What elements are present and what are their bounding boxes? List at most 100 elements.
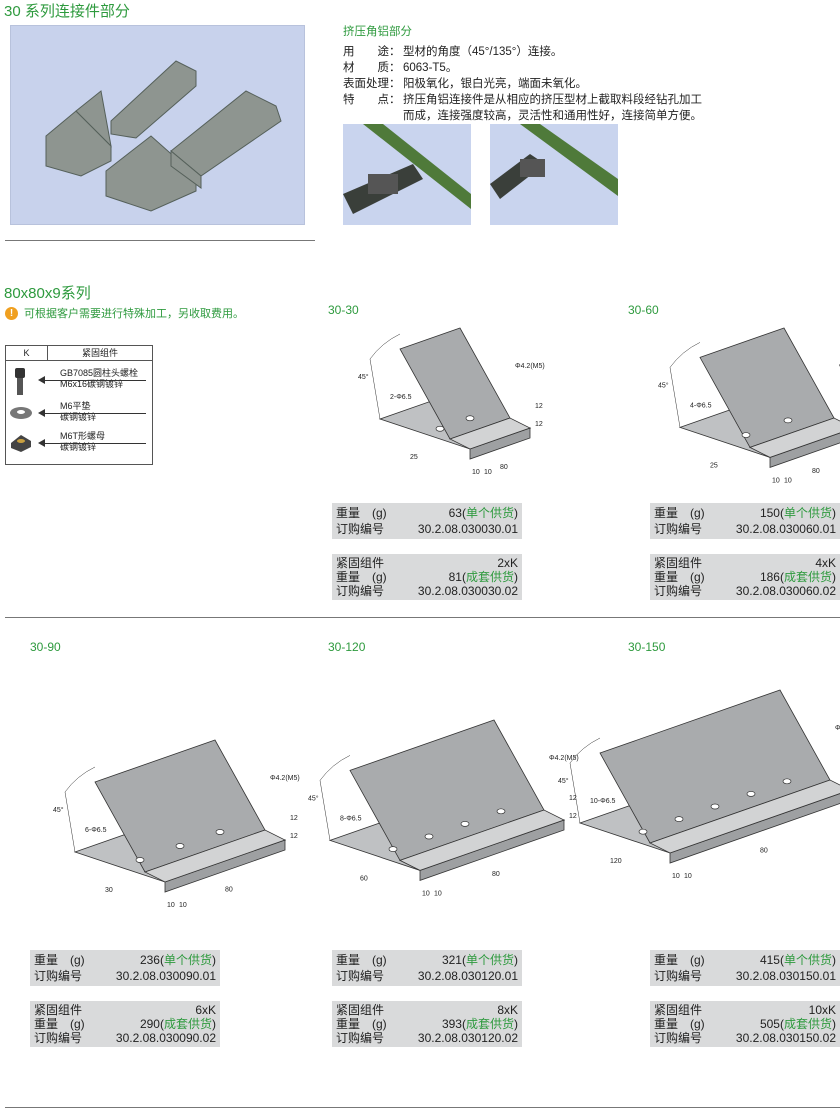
t-nut-icon	[11, 435, 31, 452]
intro-key: 材 质：	[343, 62, 401, 74]
kit-label: 紧固组件	[336, 556, 385, 570]
intro-value: 而成，连接强度较高，灵活性和通用性好，连接简单方便。	[403, 110, 702, 122]
dimension: 10	[434, 890, 442, 897]
pitch-dimension: 60	[360, 875, 368, 882]
dimension: 10	[484, 469, 492, 476]
order-number: 30.2.08.030060.01	[735, 522, 836, 536]
section-divider	[5, 240, 315, 241]
kit-label: 紧固组件	[654, 556, 703, 570]
intro-subtitle: 挤压角铝部分	[343, 26, 412, 38]
kit-value: 10xK	[808, 1003, 836, 1017]
kit-value: 6xK	[195, 1003, 216, 1017]
mounting-hole	[460, 821, 470, 827]
arrow-icon	[38, 439, 146, 447]
order-label: 订购编号	[654, 1031, 703, 1045]
width-dimension: 80	[225, 887, 233, 894]
mounting-hole	[741, 432, 751, 438]
arrow-icon	[38, 376, 146, 384]
dimension: 12	[569, 795, 577, 802]
supply-type: 成套供货	[465, 1017, 514, 1031]
dimension: 10	[672, 873, 680, 880]
width-dimension: 80	[492, 871, 500, 878]
application-photo-1	[343, 124, 471, 225]
intro-row: 表面处理：阳极氧化，银白光亮，端面未氧化。	[343, 76, 702, 92]
width-dimension: 80	[500, 464, 508, 471]
page-bottom-rule	[5, 1107, 840, 1108]
order-label: 订购编号	[654, 522, 703, 536]
intro-key	[343, 108, 403, 124]
hole-dimension: 4-Φ6.5	[690, 402, 712, 409]
intro-row: 特 点：挤压角铝连接件是从相应的挤压型材上截取料段经钻孔加工	[343, 92, 702, 108]
mounting-hole	[175, 843, 185, 849]
dimension: 10	[772, 477, 780, 484]
order-number: 30.2.08.030120.02	[417, 1031, 518, 1045]
intro-value: 挤压角铝连接件是从相应的挤压型材上截取料段经钻孔加工	[403, 94, 702, 106]
weight-value: 63	[448, 506, 462, 520]
order-number: 30.2.08.030150.01	[735, 969, 836, 983]
weight-value: 415	[759, 953, 780, 967]
order-number: 30.2.08.030060.02	[735, 584, 836, 598]
weight-value: 150	[759, 506, 780, 520]
legend-item-line2: 碳钢镀锌	[60, 412, 97, 422]
weight-value: 505	[759, 1017, 780, 1031]
angle-dimension: 45°	[558, 777, 569, 785]
weight-value: 321	[441, 953, 462, 967]
weight-label: 重量 (g)	[654, 953, 705, 967]
series-title: 80x80x9系列	[4, 285, 91, 302]
weight-label: 重量 (g)	[34, 953, 85, 967]
order-label: 订购编号	[336, 522, 385, 536]
hole-dimension: 8-Φ6.5	[340, 815, 362, 822]
weight-value: 236	[139, 953, 160, 967]
page-title: 30 系列连接件部分	[4, 3, 130, 20]
weight-label: 重量 (g)	[336, 506, 387, 520]
supply-type: 单个供货	[163, 953, 212, 967]
legend-item: M6T形螺母碳钢镀锌	[6, 431, 152, 461]
dimension: 10	[422, 890, 430, 897]
intro-key: 用 途：	[343, 46, 401, 58]
product-label: 30-30	[328, 303, 359, 317]
flat-washer-icon	[10, 407, 32, 419]
dimension: 10	[472, 469, 480, 476]
weight-label: 重量 (g)	[654, 506, 705, 520]
order-label: 订购编号	[34, 1031, 83, 1045]
mounting-hole	[783, 417, 793, 424]
width-dimension: 80	[760, 847, 768, 854]
weight-label: 重量 (g)	[336, 1017, 387, 1031]
kit-value: 2xK	[497, 556, 518, 570]
mounting-hole	[135, 857, 145, 863]
angle-dimension: 45°	[308, 794, 319, 802]
order-label: 订购编号	[336, 969, 385, 983]
mounting-hole	[782, 778, 792, 785]
legend-item-line2: M6x16碳钢镀锌	[60, 379, 124, 389]
pitch-dimension: 25	[710, 462, 718, 469]
dimension: 12	[290, 815, 298, 822]
supply-type: 单个供货	[783, 506, 832, 520]
kit-label: 紧固组件	[34, 1003, 83, 1017]
intro-key: 表面处理：	[343, 78, 401, 90]
thread-dimension: Φ4.2(M5)	[549, 755, 579, 762]
weight-value: 290	[139, 1017, 160, 1031]
mounting-hole	[746, 791, 756, 797]
custom-note: ! 可根据客户需要进行特殊加工，另收取费用。	[5, 305, 244, 321]
order-number: 30.2.08.030030.01	[417, 522, 518, 536]
mounting-hole	[424, 833, 434, 840]
supply-type: 成套供货	[163, 1017, 212, 1031]
legend-item: M6平垫碳钢镀锌	[6, 401, 152, 431]
mounting-hole	[674, 816, 684, 822]
dimension: 12	[290, 833, 298, 840]
order-number: 30.2.08.030120.01	[417, 969, 518, 983]
intro-row: 材 质：6063-T5。	[343, 60, 702, 76]
legend-item-line1: M6平垫	[60, 401, 91, 411]
kit-value: 4xK	[815, 556, 836, 570]
kit-label: 紧固组件	[336, 1003, 385, 1017]
mounting-hole	[710, 803, 720, 810]
